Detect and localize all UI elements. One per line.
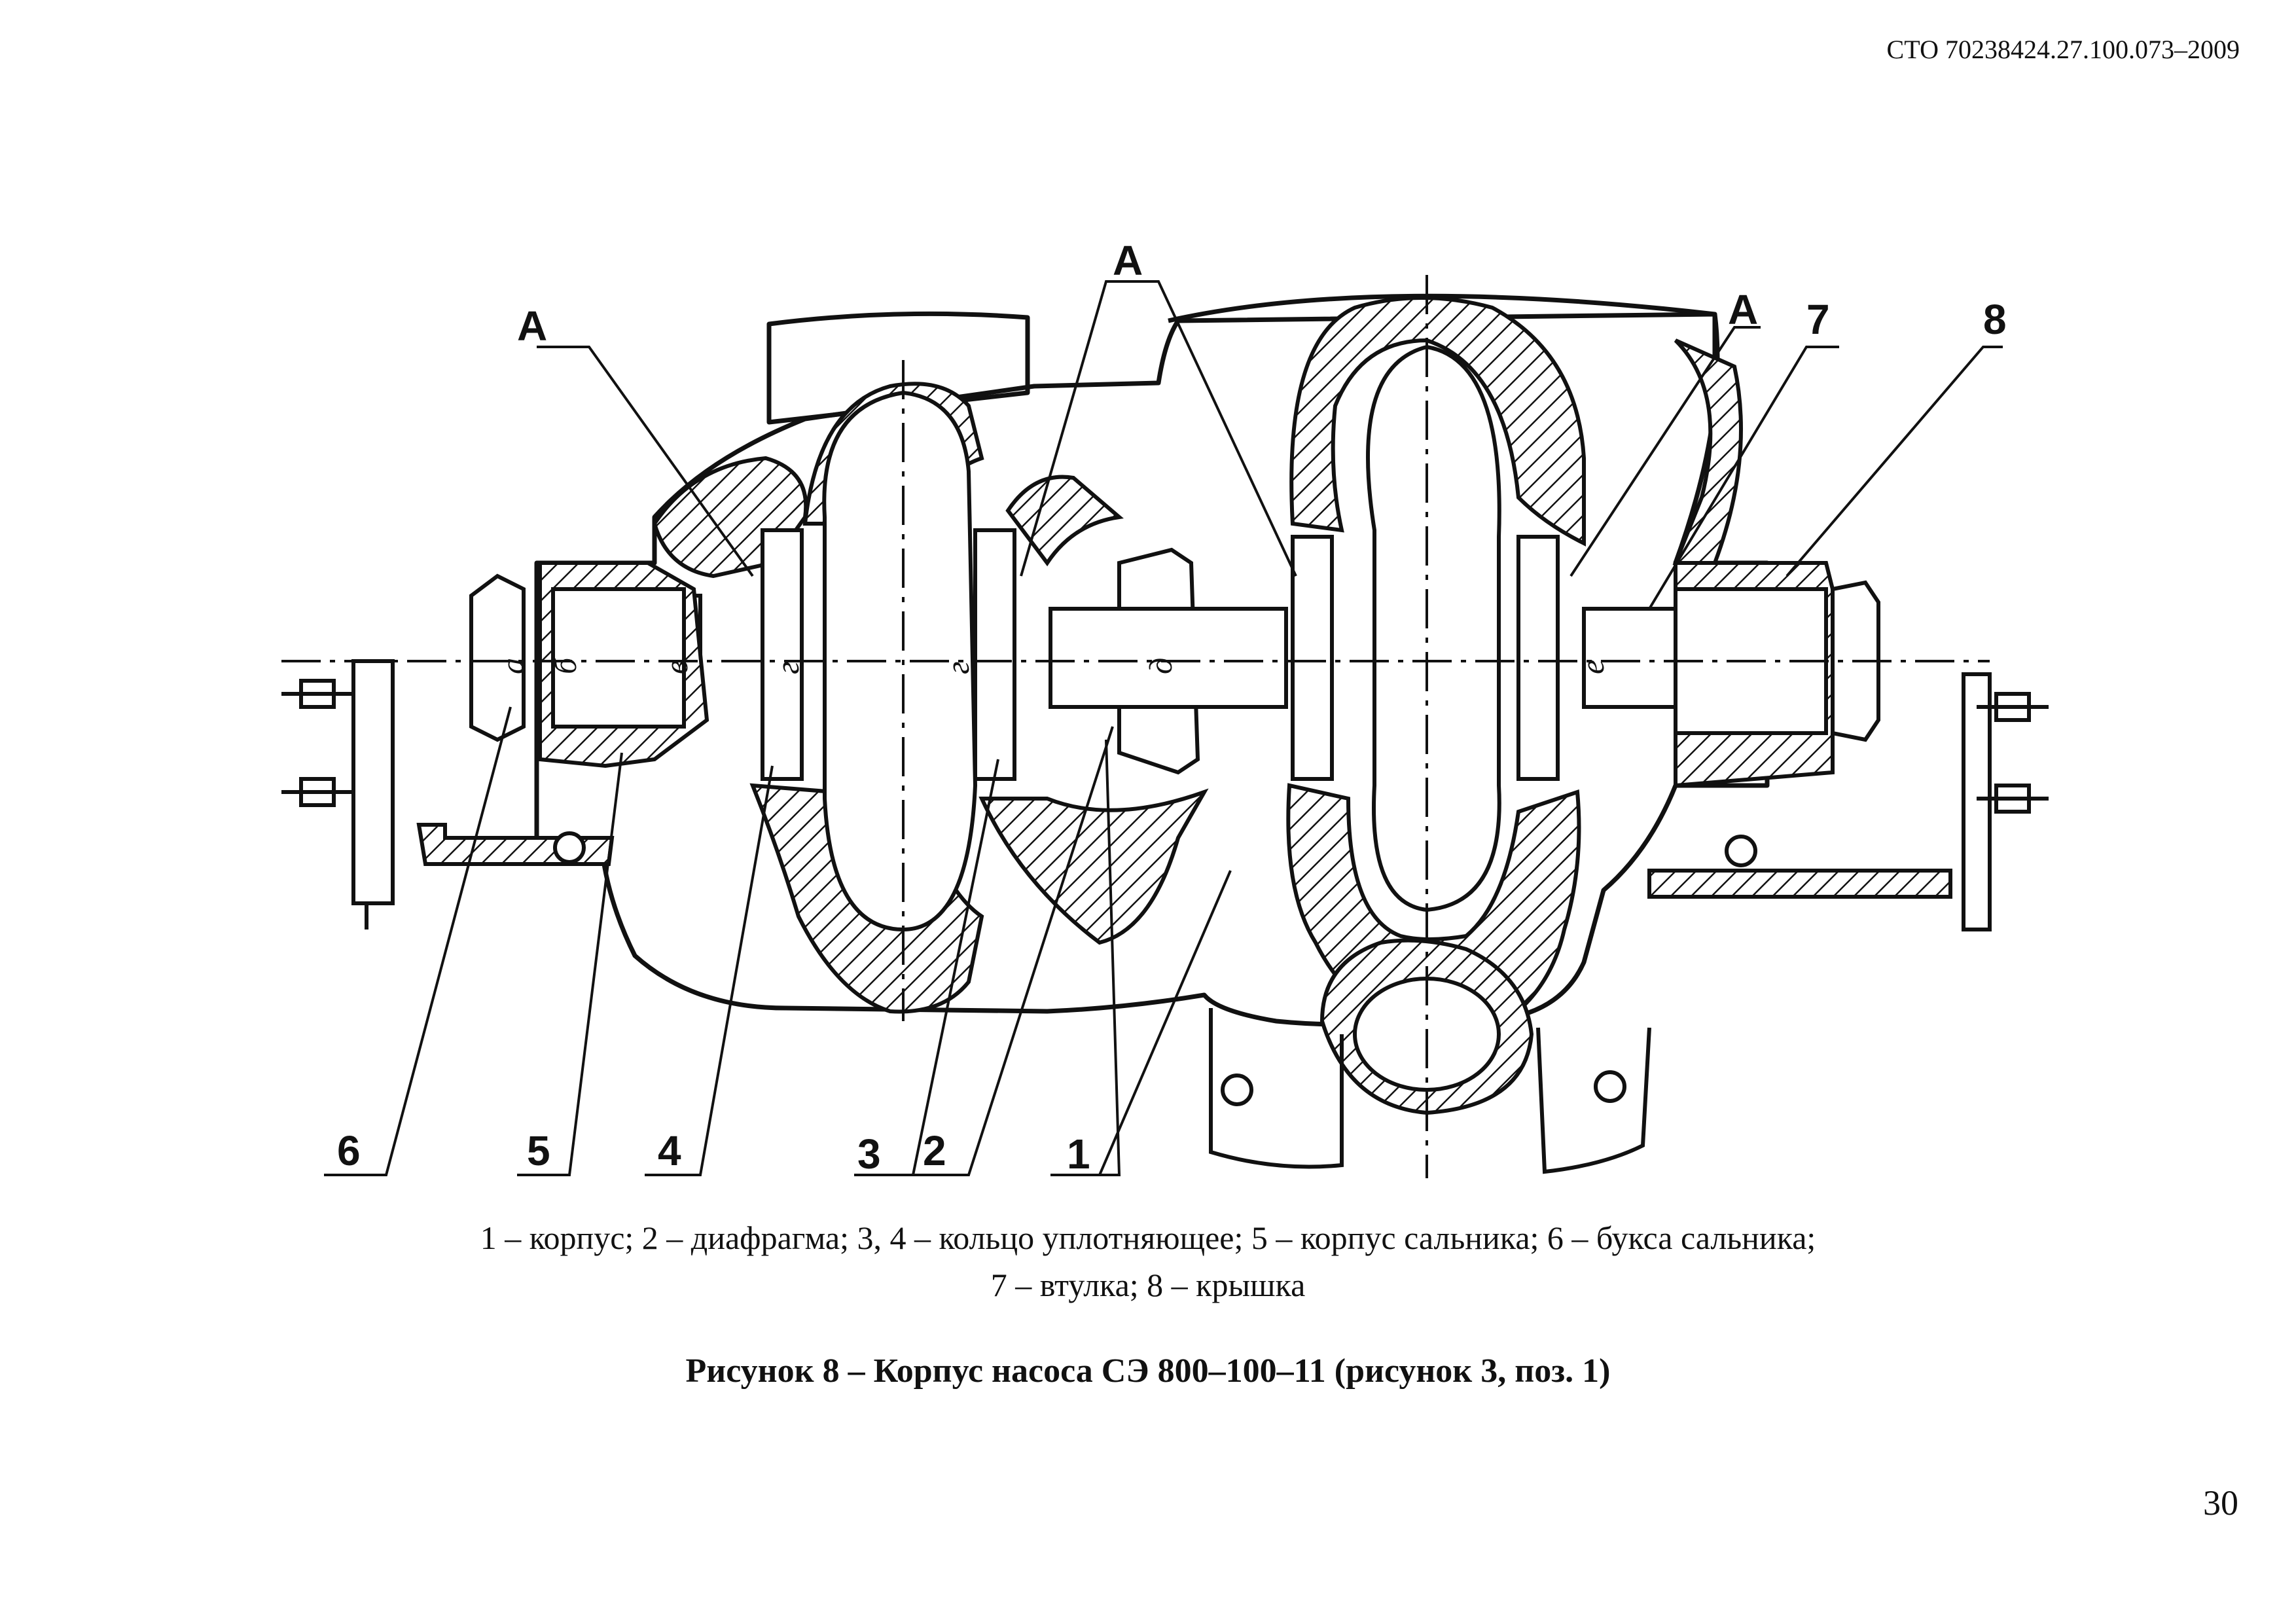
label-view-a-center: А bbox=[1113, 237, 1143, 284]
dim-v: в bbox=[658, 660, 694, 674]
leader-lines bbox=[324, 280, 2003, 1176]
right-stuffing-box bbox=[1647, 561, 1992, 931]
left-studs bbox=[281, 679, 353, 807]
label-8: 8 bbox=[1983, 296, 2007, 343]
label-2: 2 bbox=[923, 1127, 946, 1174]
label-view-a-left: А bbox=[517, 302, 547, 350]
casing-base bbox=[1209, 1008, 1651, 1174]
dim-d: д bbox=[1142, 658, 1179, 674]
centerlines bbox=[281, 275, 1990, 1178]
caption-legend-line-1: 1 – корпус; 2 – диафрагма; 3, 4 – кольцо… bbox=[480, 1219, 1816, 1256]
label-5: 5 bbox=[527, 1127, 550, 1174]
label-7: 7 bbox=[1806, 296, 1830, 343]
caption-legend-line-2: 7 – втулка; 8 – крышка bbox=[990, 1267, 1306, 1303]
dim-g2: г bbox=[939, 661, 976, 674]
dim-b: б bbox=[547, 657, 583, 674]
wear-rings bbox=[761, 528, 1560, 781]
middle-diaphragm bbox=[1005, 475, 1124, 567]
middle-lower-section bbox=[978, 788, 1209, 945]
dim-a: а bbox=[494, 658, 531, 674]
label-4: 4 bbox=[658, 1127, 681, 1174]
label-view-a-right: А bbox=[1728, 286, 1758, 333]
label-6: 6 bbox=[337, 1127, 361, 1174]
dim-e: е bbox=[1574, 660, 1611, 674]
label-3: 3 bbox=[857, 1130, 881, 1178]
left-stuffing-box bbox=[351, 561, 709, 929]
right-studs bbox=[1977, 692, 2049, 814]
document-code: СТО 70238424.27.100.073–2009 bbox=[1886, 35, 2240, 64]
page-number: 30 bbox=[2203, 1483, 2238, 1523]
right-volute-section bbox=[1289, 296, 1586, 547]
figure-title: Рисунок 8 – Корпус насоса СЭ 800–100–11 … bbox=[685, 1352, 1611, 1390]
dim-g1: г bbox=[769, 661, 806, 674]
label-1: 1 bbox=[1067, 1130, 1090, 1178]
